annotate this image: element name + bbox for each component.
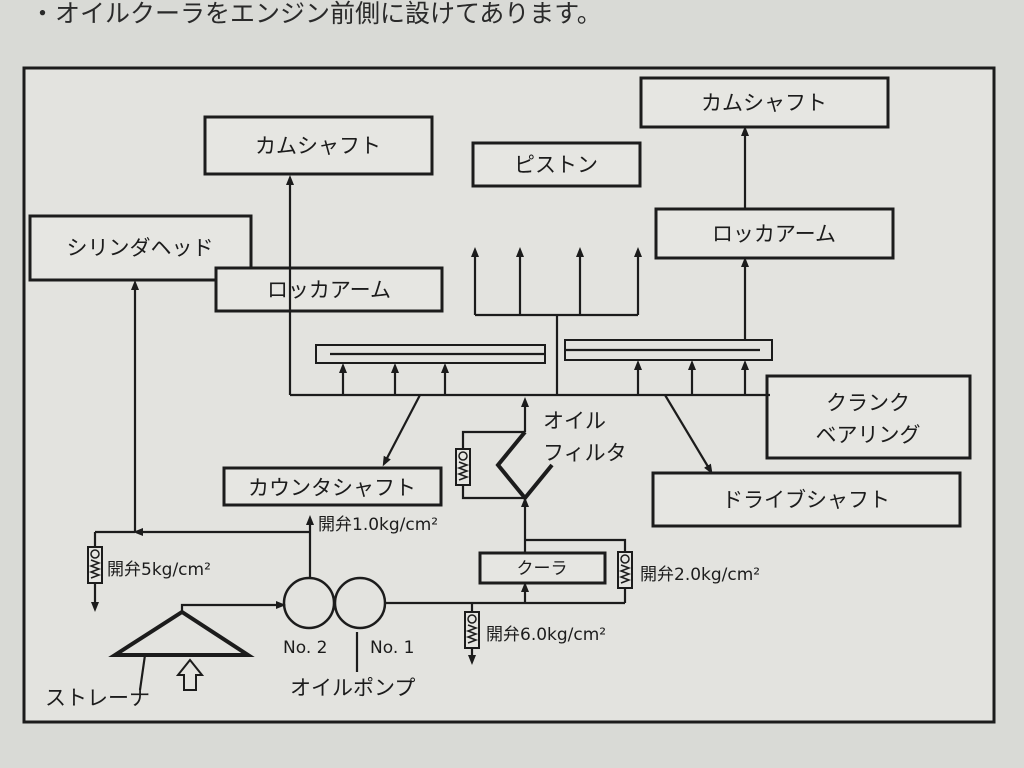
box-rocker-arm-right: ロッカアーム: [654, 207, 895, 260]
box-drive-shaft: ドライブシャフト: [651, 471, 962, 528]
label-valve-2-0: 開弁2.0kg/cm²: [640, 565, 760, 585]
relief-valve-5-icon: [87, 546, 103, 584]
oil-intake-arrow-icon: [175, 658, 205, 691]
relief-valve-2-icon: [617, 551, 633, 589]
box-label: ピストン: [514, 153, 598, 177]
label-strainer: ストレーナ: [45, 686, 150, 710]
box-label: ベアリング: [816, 423, 921, 447]
box-label: カムシャフト: [701, 91, 827, 115]
label-valve-5: 開弁5kg/cm²: [107, 560, 211, 580]
box-piston: ピストン: [471, 141, 642, 188]
oil-gallery-bars: [315, 339, 773, 364]
box-rocker-arm-left: ロッカアーム: [214, 266, 444, 313]
label-pump-no2: No. 2: [283, 638, 327, 658]
box-cooler: クーラ: [478, 551, 607, 585]
relief-valve-filter-icon: [455, 448, 471, 486]
box-counter-shaft: カウンタシャフト: [222, 466, 443, 507]
label-pump-no1: No. 1: [370, 638, 414, 658]
header-line-0: ・オイルクーラをエンジン前側に設けてあります。: [30, 0, 602, 28]
box-camshaft-left: カムシャフト: [203, 115, 434, 176]
label-oil-filter-2: フィルタ: [543, 441, 627, 465]
box-label: カムシャフト: [255, 134, 381, 158]
oil-filter-icon: [495, 430, 554, 502]
box-cylinder-head: シリンダヘッド: [28, 214, 253, 282]
label-valve-1-0: 開弁1.0kg/cm²: [318, 515, 438, 535]
label-valve-6-0: 開弁6.0kg/cm²: [486, 625, 606, 645]
label-oil-filter-1: オイル: [543, 409, 606, 433]
box-label: ロッカアーム: [712, 222, 836, 246]
box-label: クーラ: [517, 559, 568, 579]
label-oil-pump: オイルポンプ: [290, 676, 415, 700]
box-label: ドライブシャフト: [722, 488, 890, 512]
box-label: クランク: [826, 391, 910, 415]
box-label: ロッカアーム: [267, 278, 391, 302]
box-label: シリンダヘッド: [67, 236, 214, 260]
relief-valve-6-icon: [464, 611, 480, 649]
box-label: カウンタシャフト: [248, 476, 416, 500]
flow-lines: [91, 126, 770, 691]
oil-pump-icon: [282, 576, 387, 630]
strainer-icon: [108, 609, 255, 657]
box-camshaft-right: カムシャフト: [639, 76, 890, 129]
